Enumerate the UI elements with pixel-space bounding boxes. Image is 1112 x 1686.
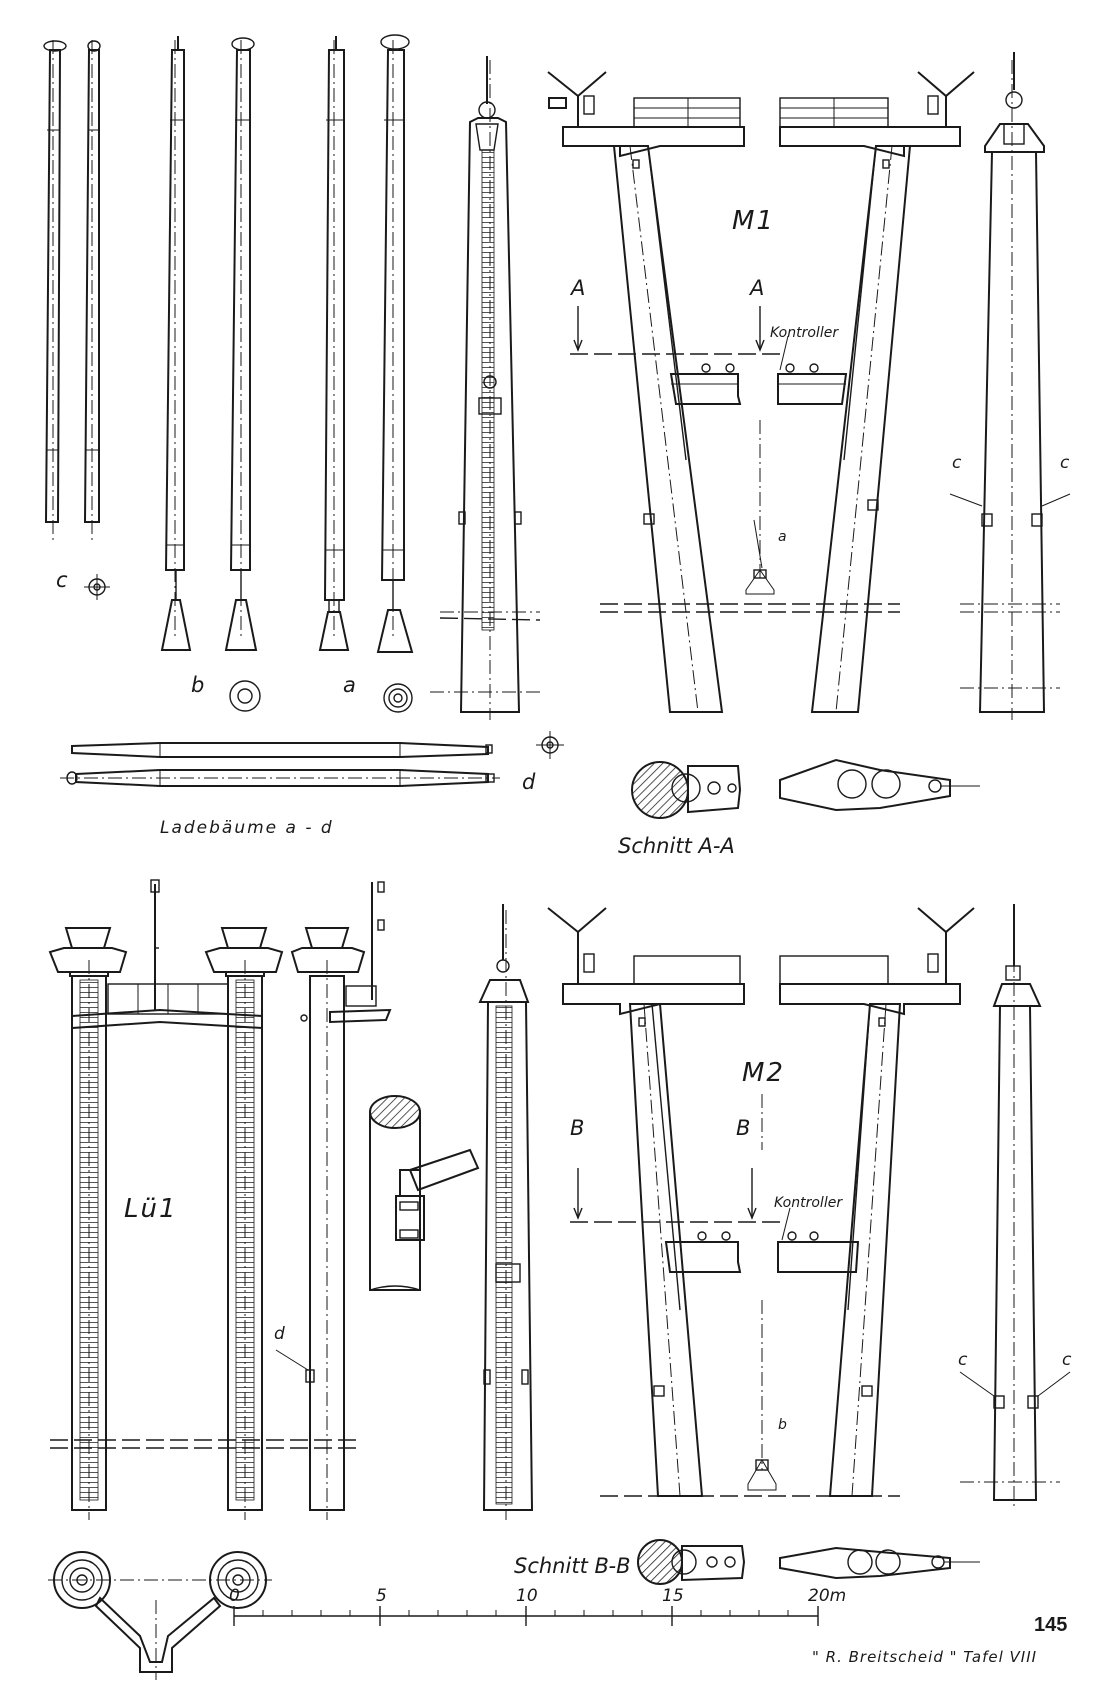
mast-m1-right-side-view — [949, 52, 1071, 720]
section-aa-caption: Schnitt A-A — [618, 834, 735, 858]
section-a-marker-right: A — [750, 276, 765, 300]
scale-tick-label: 5 — [376, 1586, 387, 1606]
detail-a-label: a — [778, 529, 787, 545]
section-b-marker-left: B — [570, 1116, 585, 1140]
c-label-m2-right: c — [1062, 1350, 1072, 1370]
mast-m1-front-view — [547, 71, 975, 713]
boom-b-side — [160, 36, 192, 651]
mast-m2-title: M2 — [742, 1058, 785, 1088]
boom-c-side — [43, 40, 67, 540]
mast-m2-right-side-view — [959, 904, 1071, 1510]
controller-label-m1: Kontroller — [770, 325, 839, 341]
boom-b-section — [229, 680, 261, 712]
section-bb-caption: Schnitt B-B — [514, 1554, 631, 1578]
ventilator-lu1-title: Lü1 — [124, 1194, 178, 1224]
ventilator-plan-view — [48, 1551, 272, 1680]
page-number: 145 — [1034, 1614, 1068, 1636]
section-a-a-right — [779, 758, 980, 812]
controller-label-m2: Kontroller — [774, 1195, 843, 1211]
boom-b-label: b — [191, 673, 205, 697]
booms-caption: Ladebäume a - d — [160, 818, 334, 838]
ventilator-frame-lu1 — [48, 879, 290, 1520]
mast-m1-title: M1 — [732, 206, 775, 236]
c-label-m1-right: c — [1060, 453, 1070, 473]
section-b-b-right — [779, 1546, 980, 1580]
section-b-b-left — [637, 1539, 746, 1585]
ventilator-side-view — [275, 881, 392, 1520]
boom-d-lower — [60, 769, 500, 787]
boom-a-front — [376, 34, 414, 653]
scale-tick-label: 10 — [516, 1586, 538, 1606]
boom-d-upper — [71, 742, 493, 758]
section-a-marker-left: A — [571, 276, 586, 300]
section-a-a-left — [631, 761, 742, 819]
scale-bar — [233, 1606, 819, 1626]
c-label-m1-left: c — [952, 453, 962, 473]
mast-m2-side-view — [478, 904, 534, 1520]
scale-tick-label: 20m — [808, 1586, 847, 1606]
boom-a-section — [383, 683, 413, 713]
section-b-marker-right: B — [736, 1116, 751, 1140]
boom-a-side — [318, 36, 350, 651]
boom-d-label: d — [522, 770, 536, 794]
scale-tick-label: 15 — [662, 1586, 684, 1606]
boom-d-section — [536, 731, 564, 759]
mast-detail — [369, 1095, 480, 1291]
boom-b-front — [224, 37, 258, 651]
boom-c-label: c — [56, 568, 68, 592]
d-label-ventilator: d — [274, 1324, 285, 1344]
plate-caption: " R. Breitscheid " Tafel VIII — [812, 1648, 1038, 1666]
mast-m2-front-view — [547, 907, 975, 1497]
mast-m1-side-view — [430, 56, 541, 720]
boom-c-front — [83, 40, 101, 540]
c-label-m2-left: c — [958, 1350, 968, 1370]
boom-c-section — [84, 574, 110, 600]
scale-tick-label: 0 — [229, 1586, 240, 1606]
boom-a-label: a — [343, 673, 356, 697]
detail-b-label: b — [778, 1417, 787, 1433]
